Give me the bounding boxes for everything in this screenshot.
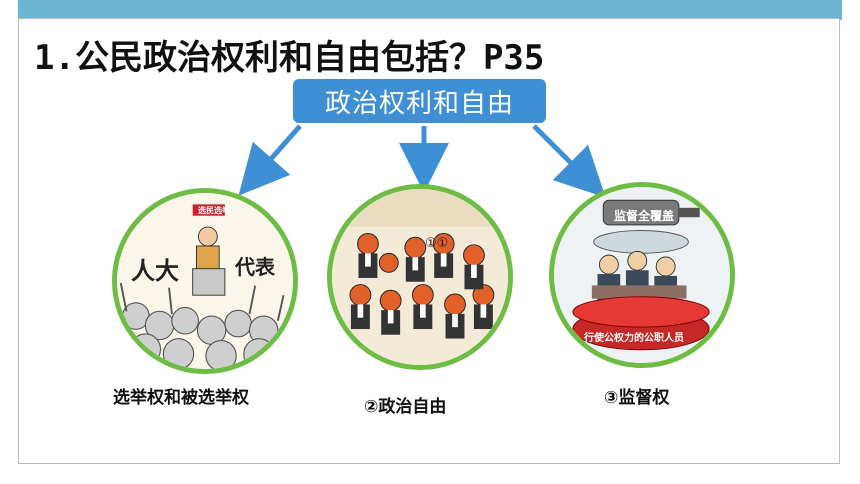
slide-title: 1.公民政治权利和自由包括？P35 (34, 38, 545, 78)
protest-marks-text: ①① (425, 236, 449, 251)
protest-scene (332, 189, 508, 365)
top-accent-bar (18, 0, 842, 20)
stage-banner-text: 行使公权力的公职人员 (584, 333, 684, 344)
election-illustration: 人大 代表 选民选举 (112, 188, 298, 374)
arrow-right (532, 124, 606, 198)
caption-supervision-right: ③监督权 (604, 388, 670, 408)
caption-election-rights: 选举权和被选举权 (113, 388, 249, 408)
center-concept-box: 政治权利和自由 (293, 79, 546, 123)
magnifier-text: 监督全覆盖 (614, 209, 675, 223)
supervision-illustration: 监督全覆盖 行使公权力的公职人员 (549, 182, 735, 368)
caption-political-freedom: ②政治自由 (364, 397, 447, 417)
board-left-text: 人大 (131, 256, 179, 285)
political-freedom-illustration: ①① (327, 184, 513, 370)
board-right-text: 代表 (235, 255, 275, 279)
supervision-scene (554, 187, 730, 363)
election-scene (117, 193, 293, 369)
election-badge-text: 选民选举 (198, 205, 230, 215)
arrow-left (238, 124, 302, 196)
center-concept-label: 政治权利和自由 (324, 88, 514, 119)
